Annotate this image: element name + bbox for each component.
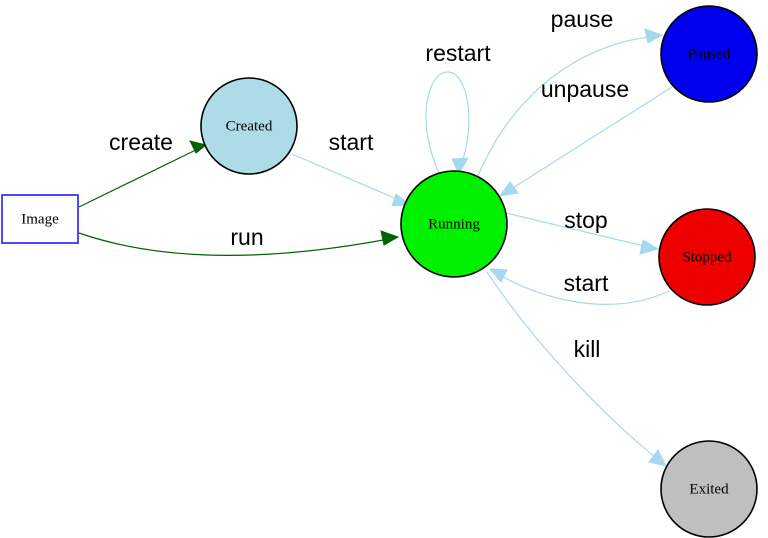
arrowhead-pause xyxy=(644,28,664,44)
node-image: Image xyxy=(1,194,79,244)
edge-label-create: create xyxy=(109,129,173,155)
edge-run xyxy=(78,230,400,257)
edge-create xyxy=(78,140,208,208)
arrowhead-kill xyxy=(648,449,667,467)
edge-kill xyxy=(486,271,667,467)
node-shape-exited xyxy=(660,440,758,538)
edge-layer xyxy=(78,28,673,467)
edge-label-restart: restart xyxy=(425,40,491,66)
edge-label-kill: kill xyxy=(574,336,601,362)
node-label-image: Image xyxy=(21,211,59,227)
node-label-paused: Paused xyxy=(688,46,731,62)
edge-unpause xyxy=(498,86,673,197)
arrowhead-create xyxy=(189,140,208,154)
arrowhead-start-stopped xyxy=(488,268,508,283)
node-label-stopped: Stopped xyxy=(682,249,732,265)
node-paused: Paused xyxy=(660,5,758,103)
edge-label-start-stopped: start xyxy=(564,270,609,296)
edge-label-pause: pause xyxy=(551,6,614,32)
node-shape-image xyxy=(1,194,79,244)
arrowhead-stop xyxy=(639,239,660,255)
edge-label-layer: create run start restart pause unpause stop sta… xyxy=(109,6,629,362)
edge-line-run xyxy=(78,232,395,257)
edge-label-stop: stop xyxy=(564,207,607,233)
edge-line-start-stopped xyxy=(494,271,670,305)
arrowhead-restart xyxy=(451,157,469,176)
edge-label-start-created: start xyxy=(329,129,374,155)
edge-line-pause xyxy=(476,35,657,179)
node-shape-paused xyxy=(660,5,758,103)
edge-line-unpause xyxy=(504,86,673,194)
edge-line-start-created xyxy=(291,153,407,204)
node-shape-stopped xyxy=(658,208,756,306)
arrowhead-unpause xyxy=(498,181,519,197)
edge-start-created xyxy=(291,153,412,207)
edge-pause xyxy=(476,28,664,179)
edge-stop xyxy=(505,212,660,255)
edge-start-stopped xyxy=(488,268,670,305)
edge-line-restart xyxy=(425,71,470,174)
node-label-created: Created xyxy=(226,118,273,134)
edge-line-stop xyxy=(505,212,653,249)
node-shape-running xyxy=(400,170,508,278)
edge-restart xyxy=(425,71,470,176)
node-created: Created xyxy=(200,77,298,175)
node-exited: Exited xyxy=(660,440,758,538)
node-label-running: Running xyxy=(428,216,480,232)
node-label-exited: Exited xyxy=(689,481,729,497)
edge-label-unpause: unpause xyxy=(541,76,629,102)
edge-line-create xyxy=(78,144,207,208)
node-running: Running xyxy=(400,170,508,278)
edge-line-kill xyxy=(486,271,662,463)
node-shape-created xyxy=(200,77,298,175)
arrowhead-run xyxy=(380,230,400,246)
node-stopped: Stopped xyxy=(658,208,756,306)
edge-label-run: run xyxy=(230,224,263,250)
